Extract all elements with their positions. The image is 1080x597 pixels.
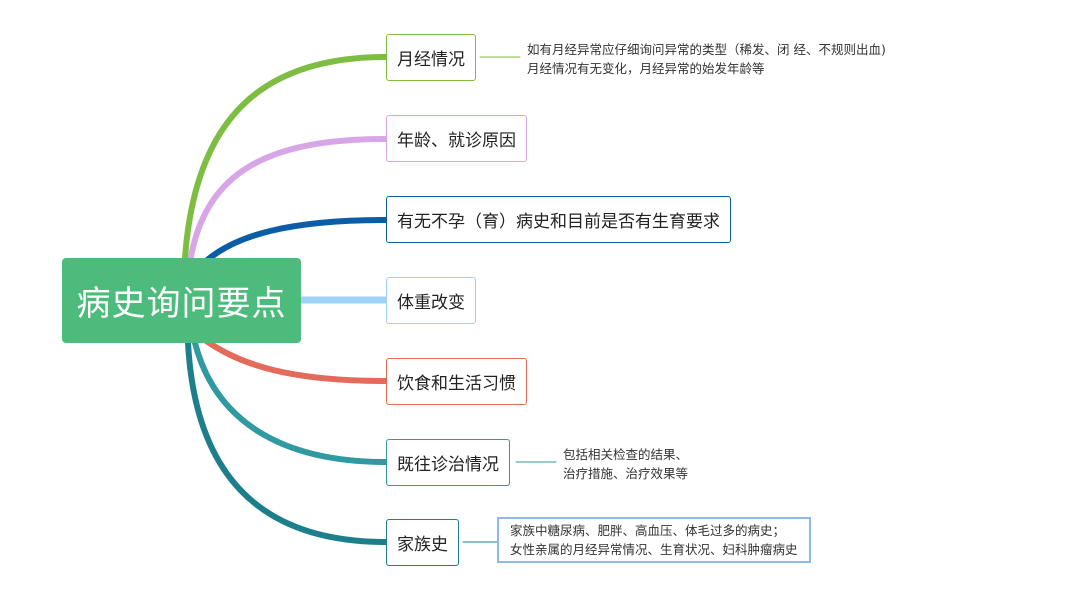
note-line: 家族中糖尿病、肥胖、高血压、体毛过多的病史； bbox=[510, 523, 786, 538]
branch-line-family bbox=[185, 340, 389, 545]
topic-menstruation[interactable]: 月经情况 bbox=[386, 34, 476, 81]
note-line: 女性亲属的月经异常情况、生育状况、妇科肿瘤病史 bbox=[510, 542, 798, 557]
branch-line-age bbox=[187, 136, 389, 265]
note-line: 治疗措施、治疗效果等 bbox=[563, 466, 689, 481]
note-line: 包括相关检查的结果、 bbox=[563, 447, 689, 462]
topic-family-history[interactable]: 家族史 bbox=[386, 519, 459, 566]
topic-infertility[interactable]: 有无不孕（育）病史和目前是否有生育要求 bbox=[386, 196, 731, 243]
note-past-treatment[interactable]: 包括相关检查的结果、 治疗措施、治疗效果等 bbox=[563, 445, 688, 483]
note-line: 如有月经异常应仔细询问异常的类型（稀发、闭 经、不规则出血) bbox=[527, 42, 886, 57]
topic-past-treatment[interactable]: 既往诊治情况 bbox=[386, 439, 510, 486]
branch-line-menstruation bbox=[182, 54, 389, 261]
branch-line-history bbox=[192, 340, 389, 465]
topic-age-reason[interactable]: 年龄、就诊原因 bbox=[386, 115, 527, 162]
note-line: 月经情况有无变化，月经异常的始发年龄等 bbox=[527, 61, 765, 76]
branch-line-infertility bbox=[202, 217, 389, 265]
note-family-history[interactable]: 家族中糖尿病、肥胖、高血压、体毛过多的病史； 女性亲属的月经异常情况、生育状况、… bbox=[497, 517, 811, 563]
topic-diet-lifestyle[interactable]: 饮食和生活习惯 bbox=[386, 358, 527, 405]
root-topic[interactable]: 病史询问要点 bbox=[62, 258, 301, 343]
branch-line-diet bbox=[202, 337, 389, 384]
topic-weight-change[interactable]: 体重改变 bbox=[386, 277, 476, 324]
note-menstruation[interactable]: 如有月经异常应仔细询问异常的类型（稀发、闭 经、不规则出血) 月经情况有无变化，… bbox=[527, 40, 886, 78]
